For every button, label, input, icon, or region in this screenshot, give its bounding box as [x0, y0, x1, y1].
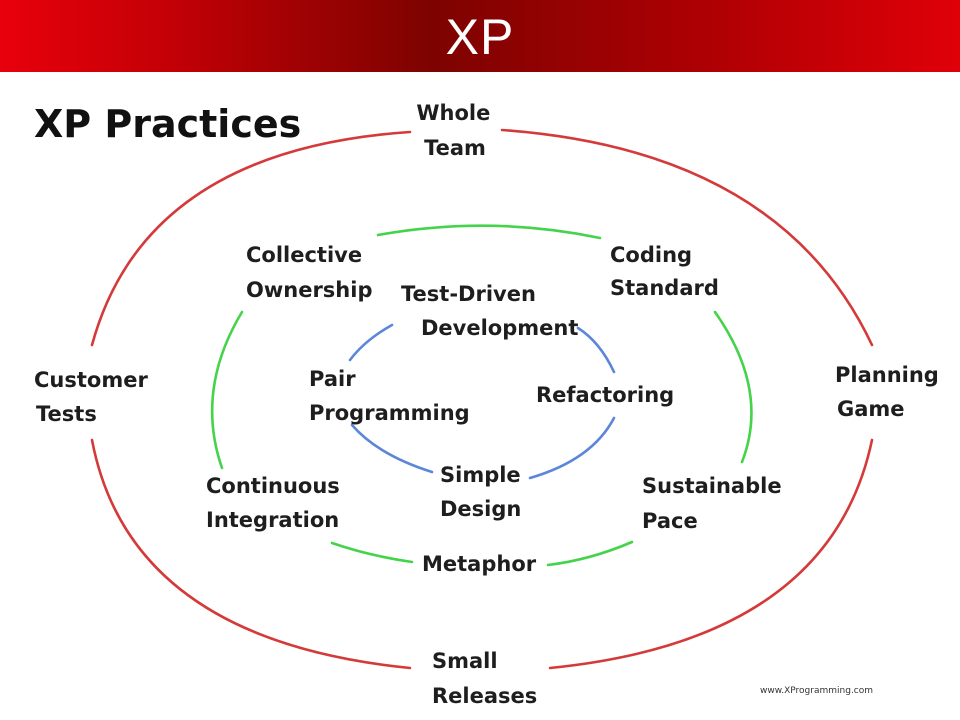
- label-test-driven-development-line-1: Test-Driven: [401, 282, 536, 306]
- label-collective-ownership-line-1: Collective: [246, 243, 362, 267]
- label-refactoring: Refactoring: [536, 383, 674, 407]
- label-whole-team: Whole Team: [416, 101, 497, 160]
- middle-ring-arc-bottom-left: [330, 541, 414, 564]
- middle-ring-arc-top: [376, 224, 602, 240]
- label-customer-tests-line-1: Customer: [34, 368, 148, 392]
- label-customer-tests: Customer Tests: [34, 368, 155, 426]
- label-metaphor: Metaphor: [422, 552, 537, 576]
- outer-ring-arc-bottom-right: [548, 438, 874, 670]
- xp-practices-diagram: XP Practices Whole Team Planning Game Sm…: [34, 101, 946, 708]
- inner-ring-arc-top-left: [348, 323, 394, 362]
- diagram-title: XP Practices: [34, 102, 301, 146]
- label-coding-standard: Coding Standard: [610, 243, 719, 300]
- label-metaphor-line-1: Metaphor: [422, 552, 537, 576]
- label-small-releases-line-2: Releases: [432, 684, 537, 708]
- label-sustainable-pace-line-2: Pace: [642, 509, 698, 533]
- label-whole-team-line-2: Team: [424, 136, 486, 160]
- label-simple-design-line-2: Design: [440, 497, 521, 521]
- inner-ring-arc-bottom-left: [350, 423, 434, 474]
- label-simple-design-line-1: Simple: [440, 463, 521, 487]
- label-small-releases: Small Releases: [432, 649, 537, 708]
- inner-ring-arc-top-right: [576, 326, 616, 374]
- source-credit: www.XProgramming.com: [760, 686, 873, 696]
- label-test-driven-development: Test-Driven Development: [401, 282, 578, 340]
- middle-ring: [210, 224, 753, 567]
- middle-ring-arc-right: [713, 310, 753, 464]
- middle-ring-arc-bottom-right: [546, 540, 634, 567]
- label-whole-team-line-1: Whole: [416, 101, 490, 125]
- middle-ring-arc-left: [210, 310, 244, 470]
- outer-ring: [90, 128, 874, 670]
- outer-ring-arc-top-left: [90, 130, 412, 347]
- label-pair-programming-line-1: Pair: [309, 367, 356, 391]
- label-test-driven-development-line-2: Development: [421, 316, 578, 340]
- label-customer-tests-line-2: Tests: [36, 402, 97, 426]
- inner-ring-arc-bottom-right: [528, 416, 616, 480]
- label-sustainable-pace: Sustainable Pace: [642, 474, 789, 533]
- slide-title: XP: [445, 9, 515, 65]
- label-simple-design: Simple Design: [440, 463, 528, 521]
- label-coding-standard-line-2: Standard: [610, 276, 719, 300]
- outer-ring-arc-bottom-left: [90, 438, 412, 670]
- label-planning-game-line-2: Game: [837, 397, 905, 421]
- label-collective-ownership-line-2: Ownership: [246, 278, 372, 302]
- label-planning-game: Planning Game: [835, 363, 946, 421]
- label-planning-game-line-1: Planning: [835, 363, 939, 387]
- label-small-releases-line-1: Small: [432, 649, 498, 673]
- label-continuous-integration-line-2: Integration: [206, 508, 339, 532]
- outer-ring-arc-top-right: [500, 128, 874, 347]
- label-pair-programming: Pair Programming: [309, 367, 470, 425]
- title-banner: [0, 0, 960, 72]
- label-sustainable-pace-line-1: Sustainable: [642, 474, 782, 498]
- label-continuous-integration-line-1: Continuous: [206, 474, 340, 498]
- label-refactoring-line-1: Refactoring: [536, 383, 674, 407]
- inner-ring: [348, 323, 616, 480]
- label-pair-programming-line-2: Programming: [309, 401, 470, 425]
- label-continuous-integration: Continuous Integration: [206, 474, 347, 532]
- label-coding-standard-line-1: Coding: [610, 243, 692, 267]
- label-collective-ownership: Collective Ownership: [246, 243, 372, 302]
